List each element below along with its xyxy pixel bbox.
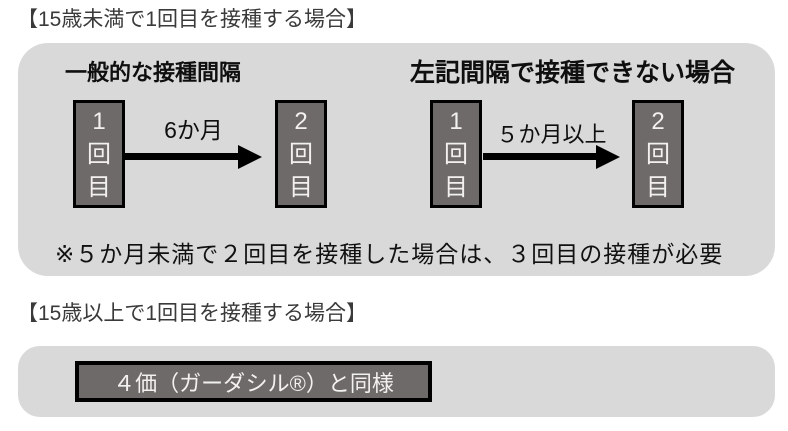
under15-schedule-panel: 一般的な接種間隔 左記間隔で接種できない場合 1回目 6か月 2回目 1回目 ５…	[18, 43, 775, 276]
right-arrow-alternative	[483, 145, 620, 169]
dose2-label-standard: 2回目	[289, 107, 313, 201]
third-dose-footnote: ※５か月未満で２回目を接種した場合は、３回目の接種が必要	[55, 241, 724, 267]
interval-label-alternative: ５か月以上	[496, 122, 607, 147]
interval-label-standard: 6か月	[164, 117, 223, 143]
right-arrow-standard	[125, 145, 262, 169]
dose2-label-alternative: 2回目	[646, 107, 670, 201]
standard-interval-title: 一般的な接種間隔	[65, 60, 242, 85]
gardasil-equivalence-box: ４価（ガーダシル®）と同様	[75, 361, 432, 402]
dose2-box-alternative: 2回目	[632, 100, 684, 208]
arrow-head-icon	[238, 145, 262, 169]
alternative-interval-title: 左記間隔で接種できない場合	[410, 59, 736, 87]
dose1-box-standard: 1回目	[73, 100, 125, 208]
arrow-shaft	[483, 153, 598, 160]
section-heading-under15: 【15歳未満で1回目を接種する場合】	[17, 8, 368, 31]
dose1-box-alternative: 1回目	[430, 100, 482, 208]
section-heading-over15: 【15歳以上で1回目を接種する場合】	[17, 302, 368, 325]
arrow-shaft	[125, 153, 240, 160]
dose1-label-standard: 1回目	[87, 107, 111, 201]
dose1-label-alternative: 1回目	[444, 107, 468, 201]
over15-schedule-panel: ４価（ガーダシル®）と同様	[18, 346, 775, 417]
arrow-head-icon	[596, 145, 620, 169]
dose2-box-standard: 2回目	[275, 100, 327, 208]
